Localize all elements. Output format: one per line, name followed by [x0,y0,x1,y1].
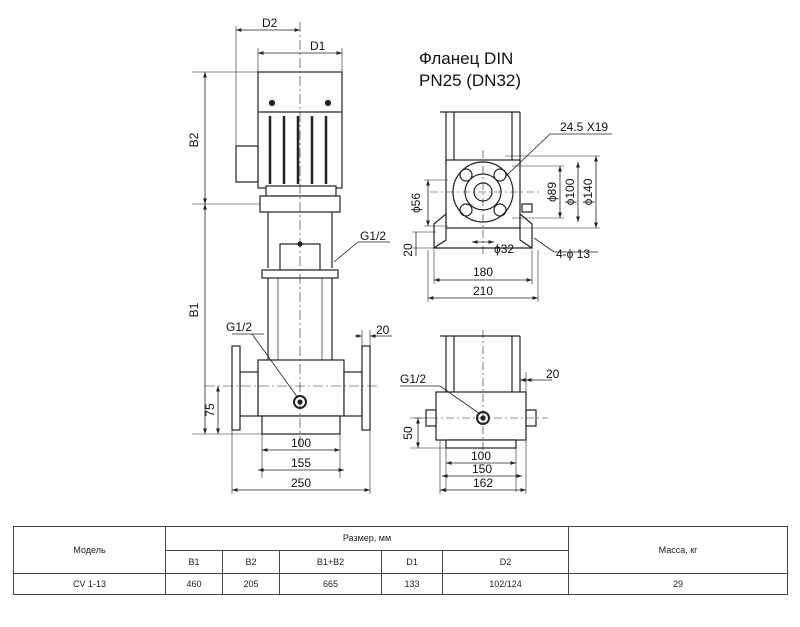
col-header-d2: D2 [441,549,570,574]
cell-mass: 29 [568,573,789,595]
dim-d1: D1 [310,39,326,53]
front-view [192,22,392,494]
dim-50: 50 [401,426,415,440]
dim-20-top: 20 [401,243,415,257]
cell-d2: 102/124 [441,573,570,595]
table-row: CV 1-13 460 205 665 133 102/124 29 [13,573,789,595]
dim-250: 250 [291,476,311,490]
dim-holes: 4-ϕ 13 [556,247,590,261]
cell-model: CV 1-13 [13,573,166,595]
col-header-d1: D1 [381,549,443,574]
dim-b1: B1 [187,302,201,317]
pump-base [231,345,371,435]
side-view [400,330,552,494]
dim-75: 75 [203,403,217,417]
dim-d2: D2 [262,16,278,30]
flange-title-line2: PN25 (DN32) [419,71,521,90]
size-header: Размер, мм [164,526,570,551]
col-header-b1: B1 [165,549,223,574]
dim-150: 150 [472,462,492,476]
cell-b1b2: 665 [279,573,382,595]
dim-phi89: ϕ89 [545,182,559,202]
dim-155: 155 [291,456,311,470]
dim-phi140: ϕ140 [581,178,595,205]
dim-phi32: ϕ32 [494,242,514,256]
col-header-b1b2: B1+B2 [279,549,382,574]
motor [235,71,343,213]
dim-180: 180 [473,265,493,279]
dim-phi100: ϕ100 [563,178,577,205]
dim-210: 210 [473,284,493,298]
dim-b2: B2 [187,132,201,147]
dim-20-front: 20 [376,323,390,337]
mass-header: Масса, кг [568,526,789,574]
col-header-b2: B2 [222,549,280,574]
dim-slot: 24.5 X19 [560,120,608,134]
model-header: Модель [13,526,166,574]
flange-view [412,111,612,302]
dim-phi56: ϕ56 [409,193,423,213]
dim-162: 162 [473,476,493,490]
flange-title-line1: Фланец DIN [419,49,513,68]
cell-b2: 205 [222,573,280,595]
dim-100-front: 100 [291,436,311,450]
spec-table: Модель Размер, мм Масса, кг B1 B2 B1+B2 … [13,526,789,595]
cell-b1: 460 [165,573,223,595]
dim-20-side: 20 [546,367,560,381]
dim-g12-motor: G1/2 [360,229,386,243]
cell-d1: 133 [381,573,443,595]
dim-g12-body: G1/2 [226,320,252,334]
dim-100-side: 100 [471,449,491,463]
dim-g12-side: G1/2 [400,372,426,386]
